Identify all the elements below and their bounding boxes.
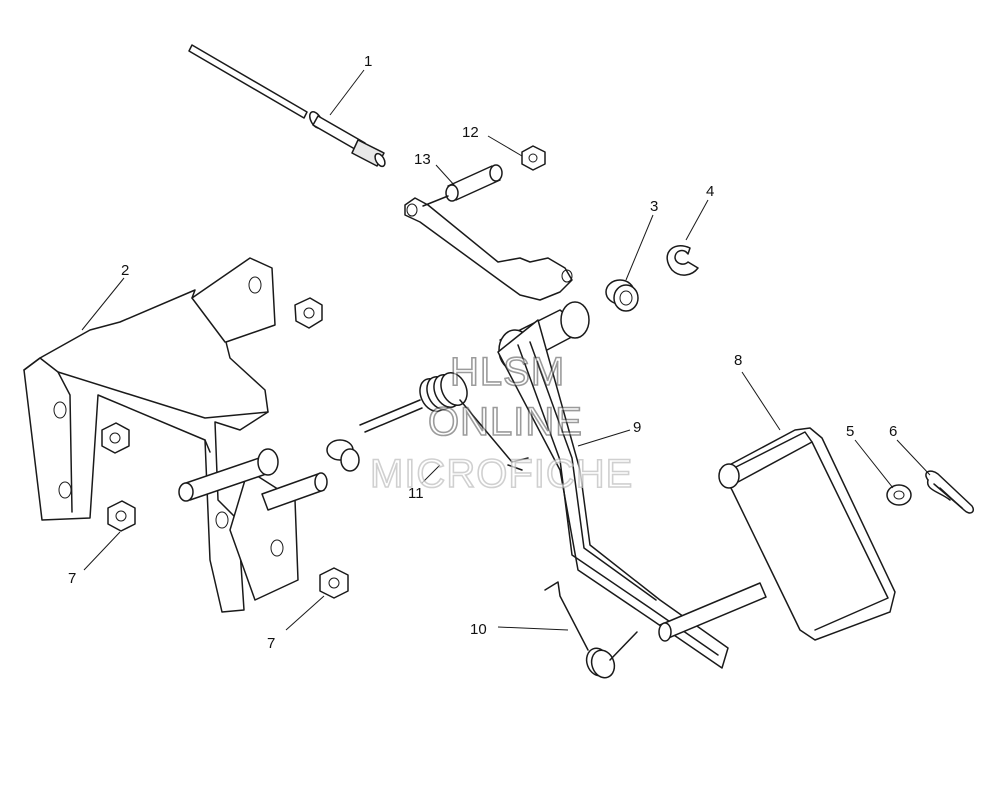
callout-7b: 7 xyxy=(267,635,275,652)
part-13-pin xyxy=(445,164,503,202)
callout-11: 11 xyxy=(408,485,424,502)
callout-12: 12 xyxy=(462,124,479,141)
callout-2: 2 xyxy=(121,262,129,279)
callout-10: 10 xyxy=(470,621,487,638)
part-7-nut xyxy=(101,422,130,454)
callout-7a: 7 xyxy=(68,570,76,587)
part-7-nut xyxy=(107,500,136,532)
part-7-nut xyxy=(319,567,349,599)
watermark-line-1: HLSM xyxy=(450,350,565,394)
callout-1: 1 xyxy=(364,53,372,70)
part-3-bushing xyxy=(605,279,639,312)
callout-9: 9 xyxy=(633,419,641,436)
callout-3: 3 xyxy=(650,198,658,215)
watermark-line-3: MICROFICHE xyxy=(370,452,633,496)
part-7-nut xyxy=(294,297,323,329)
part-10-return-spring xyxy=(544,581,638,679)
part-6-hairpin-clip xyxy=(925,470,975,514)
part-8-pedal-pad xyxy=(658,427,896,642)
callout-4: 4 xyxy=(706,183,714,200)
callout-leaders xyxy=(81,69,931,631)
callout-6: 6 xyxy=(889,423,897,440)
part-4-e-clip xyxy=(666,245,699,276)
callout-5: 5 xyxy=(846,423,854,440)
part-2-bracket xyxy=(23,257,328,613)
callout-8: 8 xyxy=(734,352,742,369)
bushing xyxy=(326,439,360,472)
part-11-torsion-spring xyxy=(359,372,529,471)
part-12-nut xyxy=(521,145,546,171)
part-1-cable-rod xyxy=(188,44,386,168)
callout-13: 13 xyxy=(414,151,431,168)
watermark-line-2: ONLINE xyxy=(428,400,583,444)
part-9-pedal-arm xyxy=(404,195,729,669)
part-5-washer xyxy=(886,484,912,506)
